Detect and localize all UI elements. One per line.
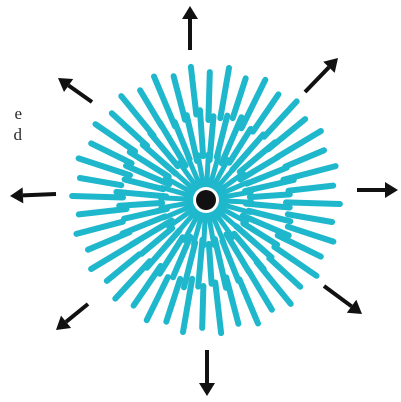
- outer-ray: [288, 227, 334, 242]
- arrow-down-left-icon: [56, 304, 88, 330]
- outer-ray: [286, 202, 340, 204]
- outer-ray: [72, 196, 123, 198]
- outer-ray: [233, 78, 246, 118]
- arrow-left-icon: [10, 187, 56, 203]
- outer-ray: [288, 214, 332, 222]
- arrow-shaft: [23, 194, 56, 195]
- arrow-head: [10, 187, 23, 203]
- arrow-right-icon: [357, 182, 398, 198]
- arrow-up-icon: [182, 6, 198, 50]
- outer-ray: [202, 286, 203, 328]
- arrow-shaft: [69, 86, 92, 103]
- outer-ray: [208, 72, 209, 120]
- middle-ray: [209, 244, 212, 284]
- inner-ray: [207, 154, 209, 186]
- inner-ray: [160, 198, 192, 200]
- core-group: [193, 187, 219, 213]
- arrow-head: [199, 383, 215, 396]
- outer-ray: [289, 186, 334, 191]
- arrow-up-left-icon: [58, 78, 92, 102]
- arrow-down-right-icon: [324, 286, 362, 314]
- arrow-shaft: [66, 304, 88, 322]
- outer-ray: [79, 209, 127, 214]
- arrow-shaft: [324, 286, 352, 306]
- outer-ray: [215, 283, 221, 334]
- inner-ray: [220, 201, 252, 203]
- outer-ray: [80, 178, 121, 185]
- middle-ray: [119, 203, 162, 206]
- middle-ray: [250, 194, 290, 197]
- outer-ray: [174, 76, 185, 120]
- middle-ray: [200, 110, 203, 156]
- arrow-up-right-icon: [305, 58, 338, 92]
- arrow-down-icon: [199, 350, 215, 396]
- outer-ray: [285, 150, 324, 166]
- inner-ray: [204, 214, 206, 246]
- arrow-head: [182, 6, 198, 19]
- outer-ray: [191, 67, 196, 115]
- arrow-shaft: [305, 67, 329, 92]
- outer-ray: [76, 222, 122, 234]
- outer-ray: [166, 279, 180, 322]
- center-dot-icon: [196, 190, 216, 210]
- arrow-head: [385, 182, 398, 198]
- outer-ray: [220, 68, 229, 118]
